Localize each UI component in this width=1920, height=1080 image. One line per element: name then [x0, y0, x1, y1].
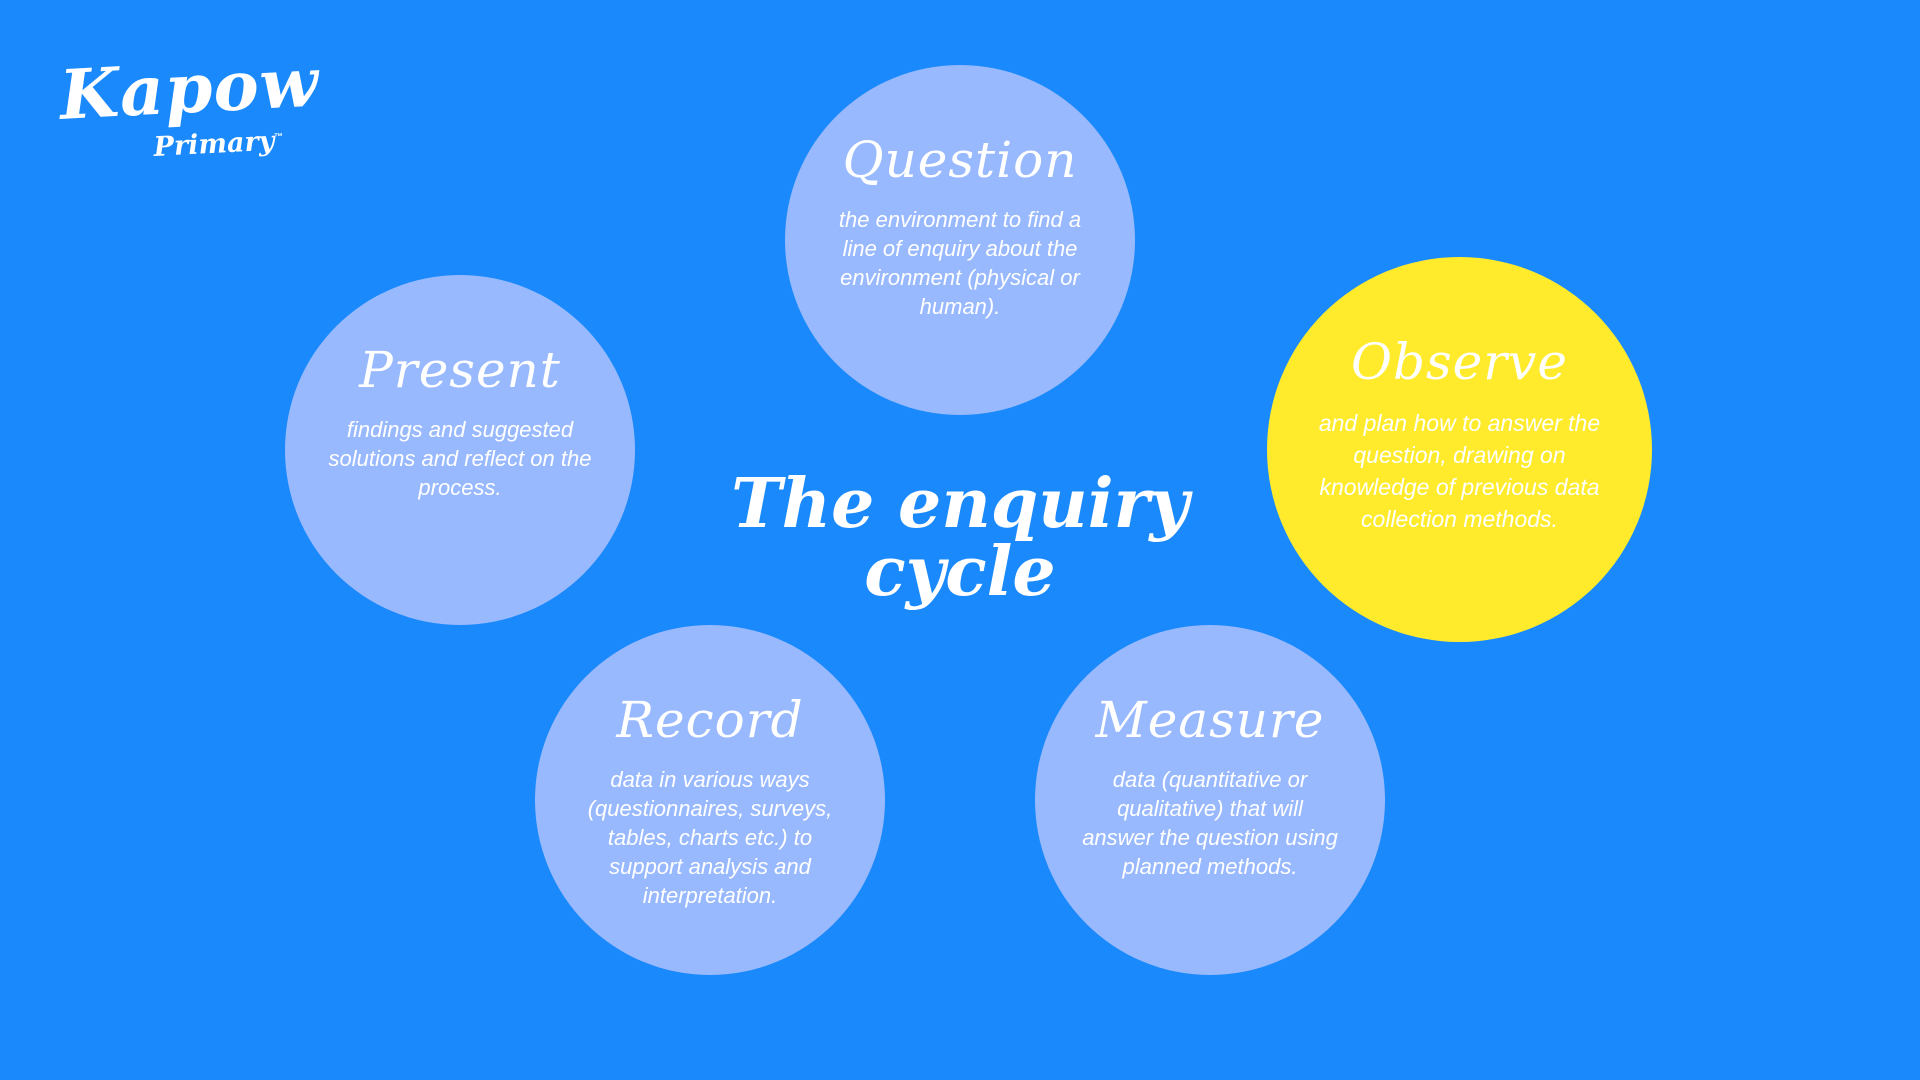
logo-subtitle: Primary™: [152, 125, 284, 163]
diagram-title: The enquiry cycle: [731, 464, 1189, 612]
step-title: Question: [842, 131, 1078, 189]
trademark-symbol: ™: [273, 131, 284, 142]
step-description: findings and suggested solutions and ref…: [328, 417, 592, 500]
step-description: data (quantitative or qualitative) that …: [1082, 767, 1338, 879]
kapow-primary-logo: Kapow Primary™: [58, 42, 321, 192]
logo-wordmark: Kapow: [57, 42, 322, 136]
step-circle-question: Question the environment to find a line …: [785, 65, 1135, 415]
step-title: Measure: [1095, 691, 1325, 749]
step-description: and plan how to answer the question, dra…: [1318, 410, 1601, 532]
step-circle-measure: Measure data (quantitative or qualitativ…: [1035, 625, 1385, 975]
step-circle-present: Present findings and suggested solutions…: [285, 275, 635, 625]
step-description: the environment to find a line of enquir…: [838, 207, 1082, 319]
step-circle-record: Record data in various ways (questionnai…: [535, 625, 885, 975]
step-title: Observe: [1351, 333, 1568, 391]
step-description: data in various ways (questionnaires, su…: [587, 767, 833, 908]
logo-subtitle-text: Primary: [152, 125, 276, 163]
step-circle-observe: Observe and plan how to answer the quest…: [1267, 257, 1652, 642]
step-title: Record: [616, 691, 804, 749]
step-title: Present: [359, 341, 561, 399]
